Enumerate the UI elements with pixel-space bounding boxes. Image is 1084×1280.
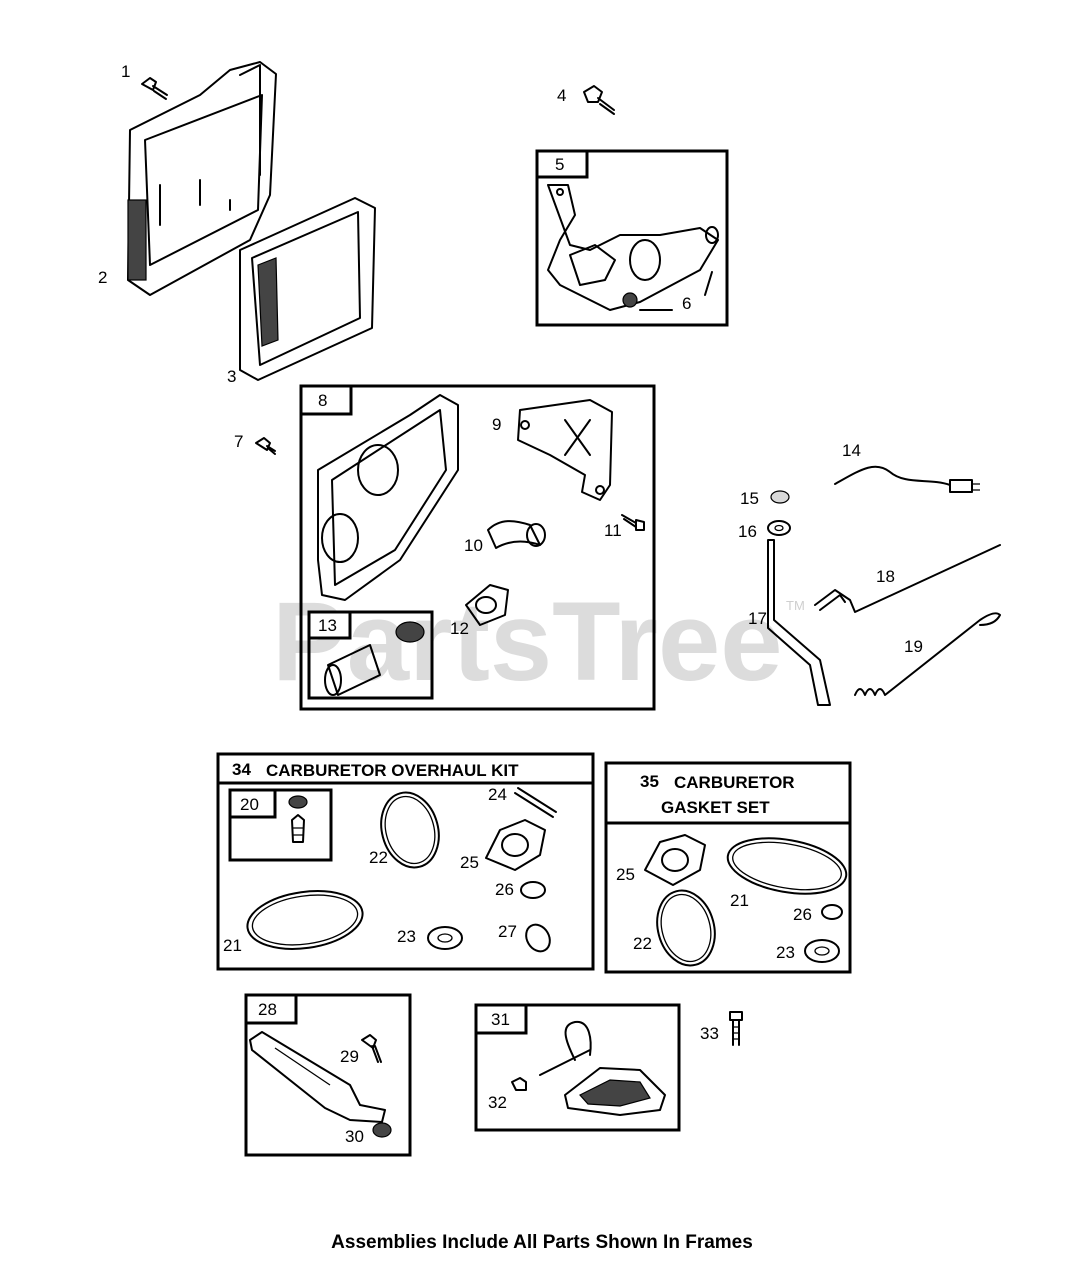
watermark: PartsTree TM bbox=[272, 579, 805, 704]
part-1-screw bbox=[141, 77, 168, 100]
part-7-screw bbox=[255, 437, 276, 455]
label-29: 29 bbox=[340, 1047, 359, 1066]
frame-5: 5 bbox=[535, 149, 729, 327]
part-15-nut bbox=[770, 490, 790, 504]
part-16-washer bbox=[767, 520, 791, 536]
label-4: 4 bbox=[557, 86, 566, 105]
part-14-wire bbox=[834, 465, 980, 493]
part-18-rod bbox=[814, 544, 1001, 613]
kit-35-title-line2: GASKET SET bbox=[661, 798, 770, 817]
frame-28: 28 bbox=[244, 993, 412, 1157]
label-32: 32 bbox=[488, 1093, 507, 1112]
frame-20-label: 20 bbox=[240, 795, 259, 814]
k34-label-27: 27 bbox=[498, 922, 517, 941]
part-17-lever bbox=[767, 539, 831, 706]
label-3: 3 bbox=[227, 367, 236, 386]
label-6: 6 bbox=[682, 294, 691, 313]
frame-13: 13 bbox=[307, 610, 434, 700]
label-15: 15 bbox=[740, 489, 759, 508]
frame-13-label: 13 bbox=[318, 616, 337, 635]
frame-28-label: 28 bbox=[258, 1000, 277, 1019]
kit-34-number: 34 bbox=[232, 760, 251, 779]
part-4-bolt bbox=[583, 85, 615, 115]
kit-34-frame: 34 CARBURETOR OVERHAUL KIT 20 bbox=[216, 752, 595, 971]
kit-34-title: CARBURETOR OVERHAUL KIT bbox=[266, 761, 519, 780]
label-1: 1 bbox=[121, 62, 130, 81]
label-17: 17 bbox=[748, 609, 767, 628]
label-12: 12 bbox=[450, 619, 469, 638]
k35-label-26: 26 bbox=[793, 905, 812, 924]
label-11: 11 bbox=[604, 521, 622, 540]
frame-8-label: 8 bbox=[318, 391, 327, 410]
k34-label-25: 25 bbox=[460, 853, 479, 872]
diagram-caption: Assemblies Include All Parts Shown In Fr… bbox=[331, 1232, 753, 1253]
k35-label-22: 22 bbox=[633, 934, 652, 953]
frame-31: 31 bbox=[474, 1003, 681, 1132]
watermark-text: PartsTree bbox=[272, 579, 783, 704]
kit-35-frame: 35 CARBURETOR GASKET SET bbox=[604, 761, 852, 974]
part-2-air-cleaner-base bbox=[127, 61, 277, 296]
label-7: 7 bbox=[234, 432, 243, 451]
part-3-filter bbox=[239, 197, 376, 381]
k34-label-24: 24 bbox=[488, 785, 507, 804]
label-16: 16 bbox=[738, 522, 757, 541]
label-9: 9 bbox=[492, 415, 501, 434]
part-33-bolt bbox=[729, 1011, 743, 1046]
kit-35-title-line1: CARBURETOR bbox=[674, 773, 795, 792]
label-18: 18 bbox=[876, 567, 895, 586]
k34-label-22: 22 bbox=[369, 848, 388, 867]
frame-8: 8 bbox=[299, 384, 656, 711]
k35-label-25: 25 bbox=[616, 865, 635, 884]
k34-label-21: 21 bbox=[223, 936, 242, 955]
label-10: 10 bbox=[464, 536, 483, 555]
label-14: 14 bbox=[842, 441, 861, 460]
part-19-spring bbox=[854, 612, 1001, 696]
k34-label-26: 26 bbox=[495, 880, 514, 899]
k35-label-21: 21 bbox=[730, 891, 749, 910]
k35-label-23: 23 bbox=[776, 943, 795, 962]
kit-35-number: 35 bbox=[640, 772, 659, 791]
watermark-tm: TM bbox=[786, 598, 805, 613]
label-2: 2 bbox=[98, 268, 107, 287]
label-33: 33 bbox=[700, 1024, 719, 1043]
frame-5-label: 5 bbox=[555, 155, 564, 174]
label-19: 19 bbox=[904, 637, 923, 656]
k34-label-23: 23 bbox=[397, 927, 416, 946]
frame-31-label: 31 bbox=[491, 1010, 510, 1029]
label-30: 30 bbox=[345, 1127, 364, 1146]
